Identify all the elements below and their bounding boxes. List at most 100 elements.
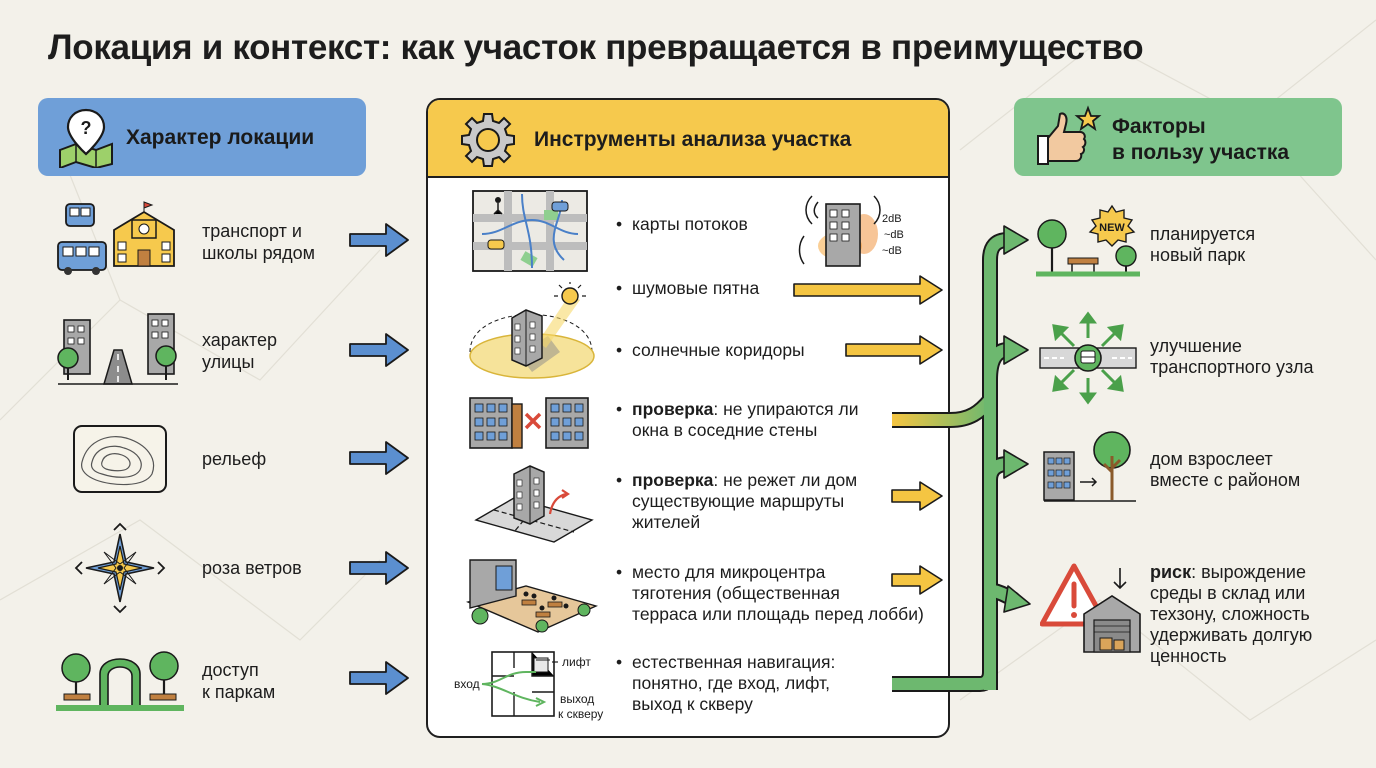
terrace-icon — [466, 559, 598, 633]
tool-route-check-line1: : не режет ли дом — [713, 470, 858, 490]
blue-arrow-2 — [349, 333, 409, 367]
tool-route-check-bold: проверка — [632, 470, 714, 490]
right-header-line2: в пользу участка — [1112, 141, 1290, 164]
tool-sun-corridors-text: солнечные коридоры — [632, 340, 805, 360]
right-item-new-park: планируется новый парк — [1150, 224, 1255, 266]
right-item-risk-line3: техзону, сложность — [1150, 604, 1310, 624]
right-item-risk-bold: риск — [1150, 562, 1192, 582]
green-arrow-risk — [1003, 585, 1031, 613]
noise-icon: 2dB ~dB ~dB — [798, 195, 904, 267]
center-header-label: Инструменты анализа участка — [534, 128, 852, 151]
street-icon — [57, 313, 178, 385]
blue-arrow-5 — [349, 661, 409, 695]
right-item-risk-line5: ценность — [1150, 646, 1227, 666]
tool-navigation-line2: понятно, где вход, лифт, — [632, 673, 830, 693]
tool-bullet: • — [616, 470, 623, 490]
left-item-street-line2: улицы — [202, 352, 255, 372]
tool-bullet: • — [616, 399, 623, 419]
right-item-risk-line4: удерживать долгую — [1150, 625, 1313, 645]
tool-noise-spots-text: шумовые пятна — [632, 278, 760, 298]
growing-house-icon — [1043, 431, 1136, 502]
tool-window-check-text: проверка: не упираются ли — [632, 399, 858, 420]
tool-bullet: • — [616, 278, 623, 298]
left-item-street-line1: характер — [202, 330, 277, 350]
transport-hub-icon — [1039, 311, 1137, 405]
tool-navigation-line1: естественная навигация: — [632, 652, 836, 672]
green-arrow-transport — [1003, 335, 1029, 365]
park-icon — [56, 651, 184, 711]
left-item-wind-rose-line1: роза ветров — [202, 558, 302, 578]
tool-bullet: • — [616, 340, 623, 360]
right-item-growing-house: дом взрослеет вместе с районом — [1150, 449, 1300, 491]
tool-micro-center-line3: терраса или площадь перед лобби) — [632, 604, 924, 624]
noise-label-3: ~dB — [882, 245, 902, 257]
floorplan-exit-label-line2: к скверу — [558, 707, 603, 721]
blue-arrow-1 — [349, 223, 409, 257]
gear-icon — [461, 113, 515, 167]
tool-micro-center-line2: тяготения (общественная — [632, 583, 840, 603]
right-header-line1: Факторы — [1112, 115, 1206, 138]
left-column-header: ? Характер локации — [38, 98, 366, 176]
left-item-transport-line1: транспорт и — [202, 221, 302, 241]
right-item-new-park-line2: новый парк — [1150, 245, 1246, 265]
floorplan-lift-label: лифт — [562, 655, 591, 669]
flow-map-icon — [472, 190, 588, 272]
tool-route-check-line2: существующие маршруты — [632, 491, 845, 511]
left-item-parks: доступ к паркам — [202, 659, 275, 703]
right-column-header: Факторы в пользу участка — [1014, 98, 1342, 176]
warning-warehouse-icon — [1040, 563, 1141, 653]
floorplan-exit-label-line1: выход — [560, 692, 594, 706]
tool-micro-center-line1: место для микроцентра — [632, 562, 826, 582]
thumbs-up-star-icon — [1037, 105, 1102, 165]
left-item-parks-line2: к паркам — [202, 682, 276, 702]
right-item-transport-hub-line2: транспортного узла — [1150, 357, 1314, 377]
right-item-risk: риск: вырождение среды в склад или техзо… — [1150, 562, 1312, 667]
tool-bullet: • — [616, 562, 623, 582]
blue-arrows — [349, 223, 409, 695]
tool-navigation-line3: выход к скверу — [632, 694, 753, 714]
blue-arrow-3 — [349, 441, 409, 475]
right-item-risk-line1-text: : вырождение — [1191, 562, 1306, 582]
left-item-relief-line1: рельеф — [202, 449, 267, 469]
yellow-arrow-route — [891, 481, 943, 511]
tool-bullet: • — [616, 214, 623, 234]
yellow-arrow-micro — [891, 565, 943, 595]
floorplan-icon: лифт вход выход к скверу — [454, 651, 603, 721]
yellow-arrow-sun — [845, 335, 943, 365]
right-item-growing-house-line1: дом взрослеет — [1150, 449, 1273, 469]
right-item-risk-line1: риск: вырождение — [1150, 562, 1312, 583]
tool-window-check-bold: проверка — [632, 399, 714, 419]
right-item-new-park-line1: планируется — [1150, 224, 1256, 244]
tool-route-check-text: проверка: не режет ли дом — [632, 470, 857, 491]
noise-label-2: ~dB — [884, 229, 904, 241]
right-item-transport-hub: улучшение транспортного узла — [1150, 336, 1314, 378]
right-item-growing-house-line2: вместе с районом — [1150, 470, 1301, 490]
floorplan-entrance-label: вход — [454, 677, 480, 691]
center-column-header: Инструменты анализа участка — [428, 100, 948, 178]
left-header-label: Характер локации — [126, 126, 315, 149]
right-header-label: Факторы в пользу участка — [1112, 114, 1289, 166]
left-item-relief: рельеф — [202, 448, 266, 470]
compass-rose-icon — [74, 522, 166, 614]
green-arrow-park — [1003, 225, 1029, 255]
green-arrow-house — [1003, 449, 1029, 479]
new-badge-text: NEW — [1099, 222, 1125, 234]
yellow-arrow-noise — [793, 275, 943, 305]
bus-school-icon — [57, 201, 175, 275]
blue-arrow-4 — [349, 551, 409, 585]
tool-route-check-line3: жителей — [632, 512, 701, 532]
sun-corridor-icon — [469, 282, 595, 379]
right-item-risk-line2: среды в склад или — [1150, 583, 1306, 603]
route-icon — [474, 465, 594, 543]
left-item-transport: транспорт и школы рядом — [202, 220, 315, 264]
tool-window-check-line2: окна в соседние стены — [632, 420, 818, 440]
left-item-transport-line2: школы рядом — [202, 243, 316, 263]
left-item-parks-line1: доступ — [202, 660, 259, 680]
page-title: Локация и контекст: как участок превраща… — [48, 28, 1144, 67]
tool-window-check-line1: : не упираются ли — [713, 399, 859, 419]
tool-bullet: • — [616, 652, 623, 672]
left-item-wind-rose: роза ветров — [202, 557, 302, 579]
right-item-transport-hub-line1: улучшение — [1150, 336, 1242, 356]
window-wall-icon — [469, 397, 589, 449]
